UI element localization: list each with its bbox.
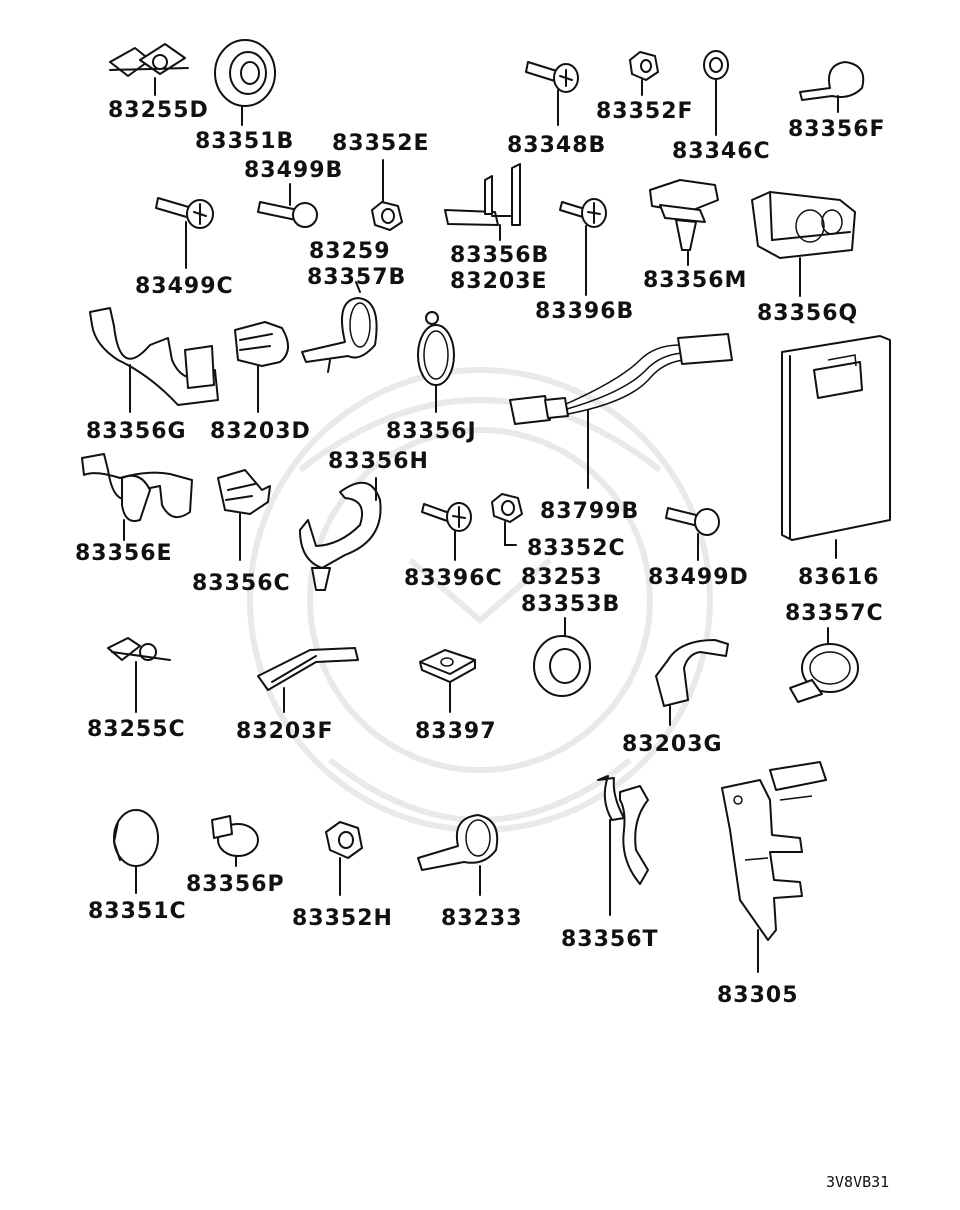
label-83396B: 83396B bbox=[535, 299, 634, 324]
label-83356B: 83356B bbox=[450, 243, 549, 268]
part-83499C-illustration bbox=[155, 197, 214, 269]
part-83499D-illustration bbox=[665, 507, 720, 561]
label-83203E: 83203E bbox=[450, 269, 548, 294]
part-83255D-illustration bbox=[109, 43, 189, 96]
part-83356H-illustration bbox=[299, 477, 382, 591]
label-83352F: 83352F bbox=[596, 99, 694, 124]
part-83203D-illustration bbox=[234, 321, 289, 413]
label-83353B: 83353B bbox=[521, 592, 620, 617]
part-83351B-illustration bbox=[214, 39, 276, 126]
label-83396C: 83396C bbox=[404, 566, 503, 591]
label-83356Q: 83356Q bbox=[757, 301, 858, 326]
label-83616: 83616 bbox=[798, 565, 880, 590]
part-83305-illustration bbox=[721, 761, 827, 973]
label-83352H: 83352H bbox=[292, 906, 393, 931]
part-83356P-illustration bbox=[211, 815, 259, 867]
part-83357B-illustration bbox=[301, 281, 378, 373]
part-83356Q-illustration bbox=[751, 191, 856, 297]
watermark-emblem bbox=[247, 367, 713, 833]
part-83348B-illustration bbox=[525, 61, 579, 126]
label-83259: 83259 bbox=[309, 239, 391, 264]
part-labels: 83255D 83351B 83348B 83352F 83346C 83356… bbox=[75, 98, 886, 1008]
part-83352C-illustration bbox=[491, 493, 523, 546]
part-83356M-illustration bbox=[649, 179, 719, 266]
part-83357C-illustration bbox=[789, 627, 859, 703]
label-83356C: 83356C bbox=[192, 571, 291, 596]
part-83203F-illustration bbox=[257, 647, 359, 713]
label-83356J: 83356J bbox=[386, 419, 477, 444]
part-83233-illustration bbox=[417, 814, 499, 896]
part-83356C-illustration bbox=[217, 469, 271, 561]
part-83346C-illustration bbox=[703, 50, 729, 136]
part-83396C-illustration bbox=[421, 502, 472, 561]
label-83352E: 83352E bbox=[332, 131, 430, 156]
label-83351B: 83351B bbox=[195, 129, 294, 154]
part-83396B-illustration bbox=[559, 198, 607, 296]
label-83352C: 83352C bbox=[527, 536, 626, 561]
label-83356T: 83356T bbox=[561, 927, 659, 952]
part-83203G-illustration bbox=[655, 639, 729, 726]
part-83356T-illustration bbox=[597, 775, 649, 916]
label-83499B: 83499B bbox=[244, 158, 343, 183]
part-83356B-illustration bbox=[444, 163, 521, 241]
label-83499D: 83499D bbox=[648, 565, 749, 590]
label-83203D: 83203D bbox=[210, 419, 311, 444]
part-83356F-illustration bbox=[799, 61, 865, 113]
label-83356P: 83356P bbox=[186, 872, 285, 897]
part-83352E-illustration bbox=[371, 159, 403, 231]
label-83348B: 83348B bbox=[507, 133, 606, 158]
label-83356M: 83356M bbox=[643, 268, 747, 293]
label-83305: 83305 bbox=[717, 983, 799, 1008]
label-83356G: 83356G bbox=[86, 419, 187, 444]
part-83616-illustration bbox=[781, 335, 891, 559]
label-83499C: 83499C bbox=[135, 274, 234, 299]
label-83357B: 83357B bbox=[307, 265, 406, 290]
label-83357C: 83357C bbox=[785, 601, 884, 626]
part-83356J-illustration bbox=[417, 311, 455, 413]
label-83255D: 83255D bbox=[108, 98, 209, 123]
part-83352F-illustration bbox=[629, 51, 659, 96]
part-83351C-illustration bbox=[112, 809, 159, 894]
part-83799B-illustration bbox=[509, 333, 733, 489]
label-83233: 83233 bbox=[441, 906, 523, 931]
part-83352H-illustration bbox=[325, 821, 363, 896]
part-83356E-illustration bbox=[81, 453, 193, 541]
label-83253: 83253 bbox=[521, 565, 603, 590]
label-83203F: 83203F bbox=[236, 719, 334, 744]
label-83346C: 83346C bbox=[672, 139, 771, 164]
label-83356F: 83356F bbox=[788, 117, 886, 142]
label-83255C: 83255C bbox=[87, 717, 186, 742]
part-83353B-illustration bbox=[533, 617, 591, 697]
label-83356H: 83356H bbox=[328, 449, 429, 474]
label-83799B: 83799B bbox=[540, 499, 639, 524]
part-83356G-illustration bbox=[89, 307, 219, 413]
part-83499B-illustration bbox=[257, 183, 318, 228]
label-83203G: 83203G bbox=[622, 732, 723, 757]
label-83397: 83397 bbox=[415, 719, 497, 744]
label-83356E: 83356E bbox=[75, 541, 173, 566]
part-83255C-illustration bbox=[107, 637, 171, 713]
drawing-code: 3V8VB31 bbox=[826, 1173, 889, 1191]
part-83397-illustration bbox=[419, 649, 476, 713]
label-83351C: 83351C bbox=[88, 899, 187, 924]
